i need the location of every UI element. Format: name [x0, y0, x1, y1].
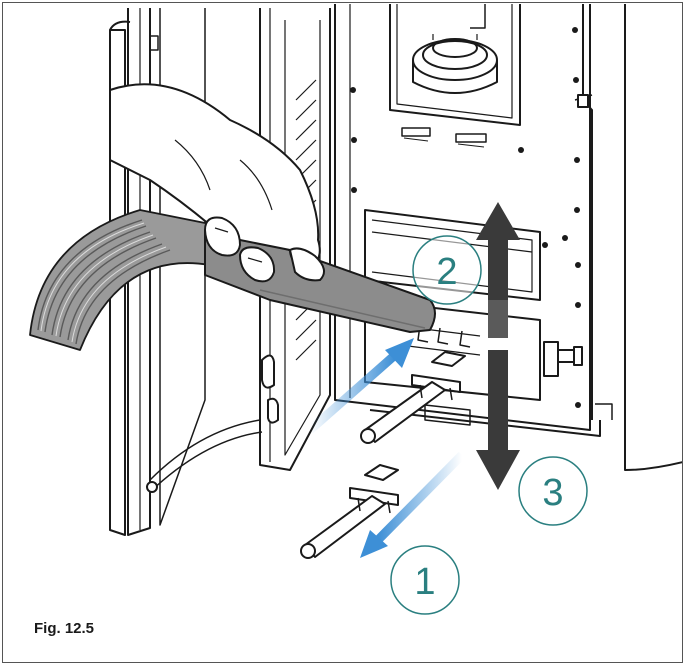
side-valve	[543, 341, 583, 377]
up-arrow-icon	[476, 202, 520, 338]
blue-arrow-remove	[360, 451, 466, 558]
rivets	[350, 27, 581, 408]
stove-back-plate	[334, 4, 613, 437]
step-label-1: 1	[390, 545, 460, 615]
stove-side-panel	[574, 4, 682, 471]
down-arrow-icon	[476, 350, 520, 490]
step-number-3: 3	[542, 472, 563, 514]
step-label-2: 2	[412, 235, 482, 305]
step-label-3: 3	[518, 456, 588, 526]
hand-icon	[109, 83, 325, 283]
vacuum-hose-icon	[29, 209, 216, 351]
blue-arrow-insert	[307, 338, 414, 434]
step-number-1: 1	[414, 561, 435, 603]
burner-pot	[412, 4, 498, 94]
figure-caption: Fig. 12.5	[34, 620, 95, 637]
step-number-2: 2	[436, 251, 457, 293]
cleaning-rod-icon	[300, 351, 466, 559]
